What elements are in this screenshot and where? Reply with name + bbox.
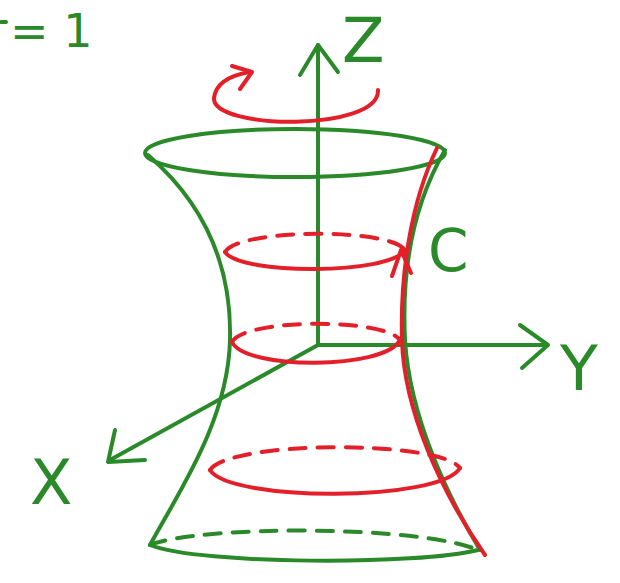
circle-back bbox=[232, 324, 400, 342]
circle-back bbox=[210, 447, 460, 470]
bottom-rim-back bbox=[150, 531, 478, 550]
bottom-rim-front bbox=[150, 545, 478, 561]
rotation-arrowhead bbox=[232, 66, 252, 89]
curve-c bbox=[402, 148, 485, 555]
circle-front bbox=[232, 340, 400, 363]
edge-mark bbox=[1, 20, 6, 24]
y-axis bbox=[318, 343, 545, 347]
axis-label: X bbox=[30, 452, 72, 514]
circle-front bbox=[210, 468, 460, 494]
circle-back bbox=[225, 234, 405, 252]
equation-fragment: = 1 bbox=[10, 8, 92, 54]
left-side bbox=[148, 155, 230, 545]
curve-label: C bbox=[428, 222, 469, 280]
x-arrowhead bbox=[108, 430, 145, 462]
top-rim bbox=[145, 129, 445, 177]
axis-label: Y bbox=[560, 338, 598, 400]
axis-label: Z bbox=[342, 10, 384, 72]
curve-arrowhead bbox=[392, 250, 411, 276]
z-axis bbox=[316, 45, 320, 345]
z-arrowhead bbox=[300, 45, 338, 75]
circle-front bbox=[225, 250, 405, 269]
y-arrowhead bbox=[520, 325, 548, 368]
rotation-arrow bbox=[214, 72, 378, 122]
